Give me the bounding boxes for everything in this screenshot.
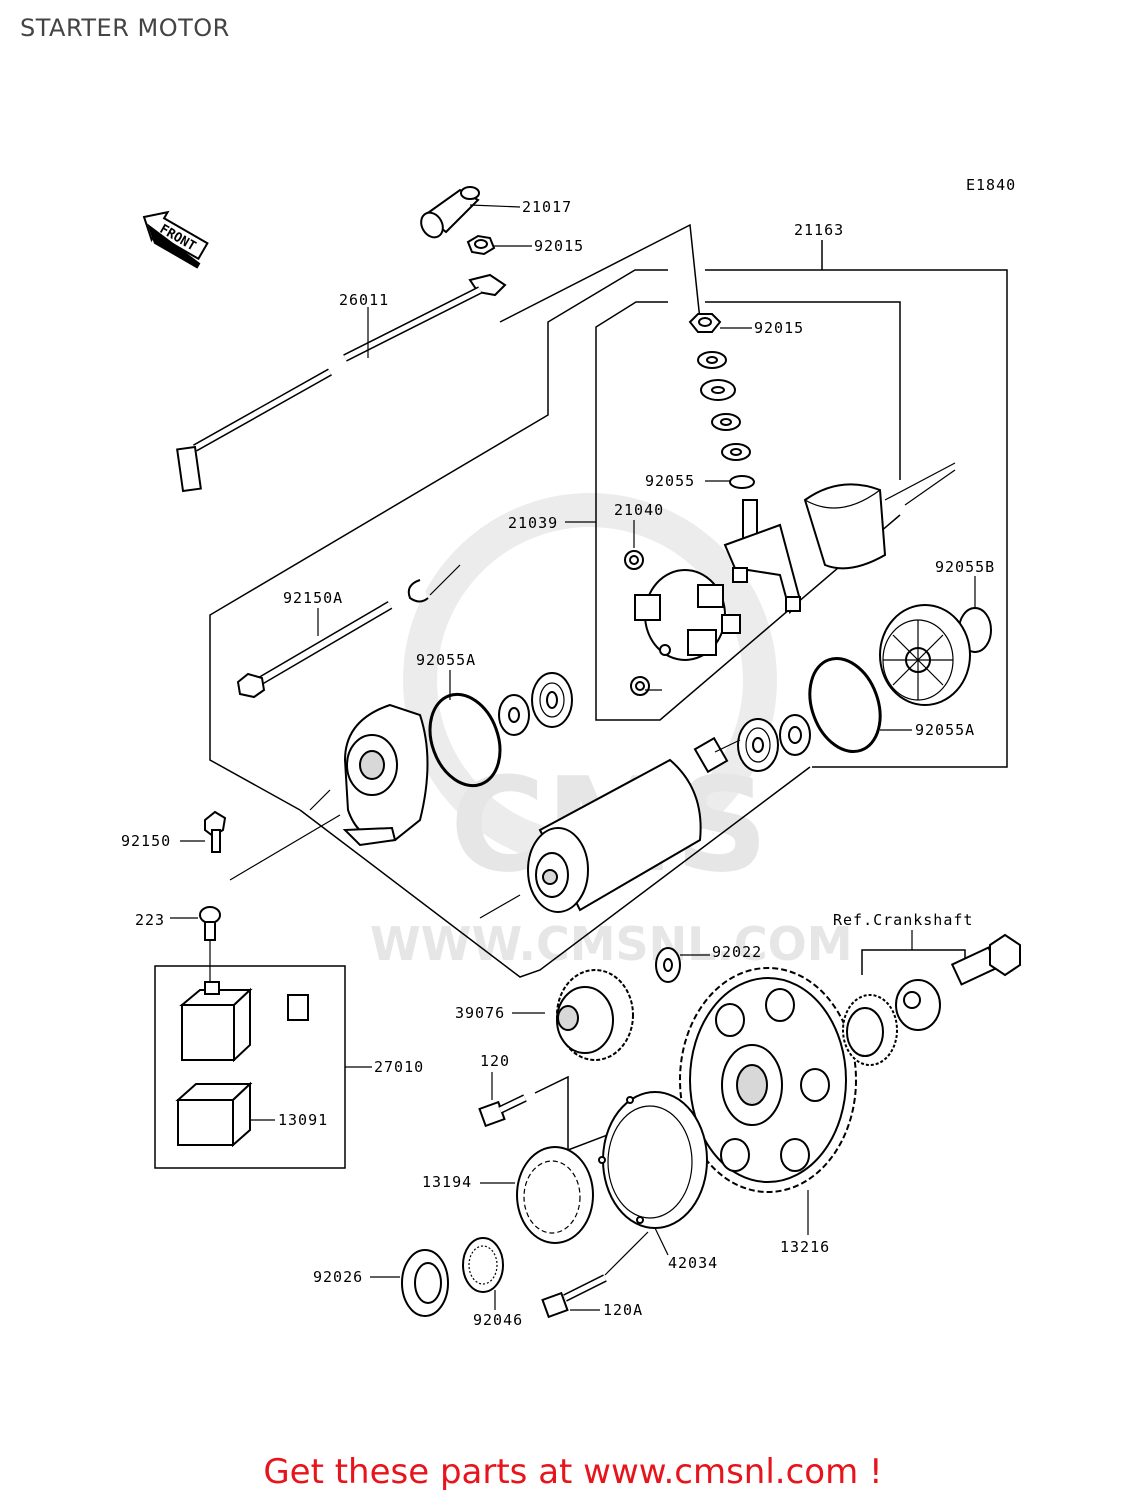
- front-arrow-icon: FRONT: [142, 210, 209, 269]
- part-223-screw: [199, 906, 221, 941]
- part-92015-nut-stack: [688, 313, 755, 489]
- part-120A-bolt: [541, 1231, 649, 1319]
- part-label-92055A-left: 92055A: [416, 651, 476, 669]
- part-starter-relay: [179, 981, 253, 1063]
- part-label-92055: 92055: [645, 472, 695, 490]
- part-42034-clutch-housing: [598, 1091, 708, 1229]
- page-title: STARTER MOTOR: [20, 14, 230, 42]
- part-crankshaft-bolt: [950, 933, 1021, 986]
- part-120-bolt: [478, 1094, 527, 1128]
- part-label-21040: 21040: [614, 501, 664, 519]
- part-bearing-left: [531, 672, 573, 728]
- part-rear-end-cover: [879, 604, 971, 706]
- watermark-url: WWW.CMSNL.COM: [370, 917, 853, 971]
- part-label-120: 120: [480, 1052, 510, 1070]
- part-terminal-bracket: [723, 499, 802, 615]
- part-label-92150: 92150: [121, 832, 171, 850]
- part-snap-ring: [407, 564, 461, 603]
- part-end-cover-cup: [803, 462, 956, 570]
- part-21040-spring: [624, 550, 662, 696]
- part-label-21017: 21017: [522, 198, 572, 216]
- part-label-92046: 92046: [473, 1311, 523, 1329]
- part-92055A-o-ring-right: [808, 657, 882, 753]
- part-21017-cap: [420, 186, 521, 239]
- part-crankshaft-washer: [895, 979, 941, 1031]
- part-label-92055B: 92055B: [935, 558, 995, 576]
- diagram-code: E1840: [966, 176, 1016, 194]
- part-13194-one-way-clutch: [516, 1146, 594, 1244]
- part-label-13216: 13216: [780, 1238, 830, 1256]
- part-label-27010: 27010: [374, 1058, 424, 1076]
- part-label-92055A-right: 92055A: [915, 721, 975, 739]
- part-13091-relay-socket: [175, 1081, 253, 1148]
- part-brush-holder: [634, 569, 741, 661]
- part-crankshaft-gear: [842, 994, 898, 1066]
- part-label-92022: 92022: [712, 943, 762, 961]
- part-92055A-o-ring-left: [428, 692, 502, 788]
- part-label-92015-top: 92015: [534, 237, 584, 255]
- part-label-223: 223: [135, 911, 165, 929]
- part-13216-clutch-gear: [679, 967, 857, 1193]
- part-label-21163: 21163: [794, 221, 844, 239]
- part-label-ref-crankshaft: Ref.Crankshaft: [833, 911, 973, 929]
- part-label-26011: 26011: [339, 291, 389, 309]
- part-39076-idle-gear: [556, 969, 634, 1061]
- part-label-92015-stack: 92015: [754, 319, 804, 337]
- part-92026-washer: [401, 1249, 449, 1317]
- part-label-120A: 120A: [603, 1301, 643, 1319]
- leader-ref-crankshaft: [861, 949, 966, 975]
- part-bearing-right: [737, 714, 811, 772]
- leader-42034: [654, 1227, 669, 1256]
- part-front-cover: [309, 703, 429, 847]
- part-92046-needle-bearing: [462, 1237, 504, 1293]
- part-label-39076: 39076: [455, 1004, 505, 1022]
- part-label-13091: 13091: [278, 1111, 328, 1129]
- part-92015-nut-top: [466, 234, 532, 256]
- part-92150A-long-bolt: [236, 601, 393, 699]
- part-label-42034: 42034: [668, 1254, 718, 1272]
- part-label-92150A: 92150A: [283, 589, 343, 607]
- part-26011-cable: [176, 273, 507, 493]
- part-label-21039: 21039: [508, 514, 558, 532]
- part-fuse: [287, 994, 309, 1021]
- part-label-92026: 92026: [313, 1268, 363, 1286]
- part-92150-bolt: [204, 810, 341, 881]
- assembly-outline: [209, 223, 1008, 978]
- footer-link[interactable]: Get these parts at www.cmsnl.com !: [263, 1452, 883, 1492]
- part-motor-yoke: [479, 736, 741, 919]
- part-label-13194: 13194: [422, 1173, 472, 1191]
